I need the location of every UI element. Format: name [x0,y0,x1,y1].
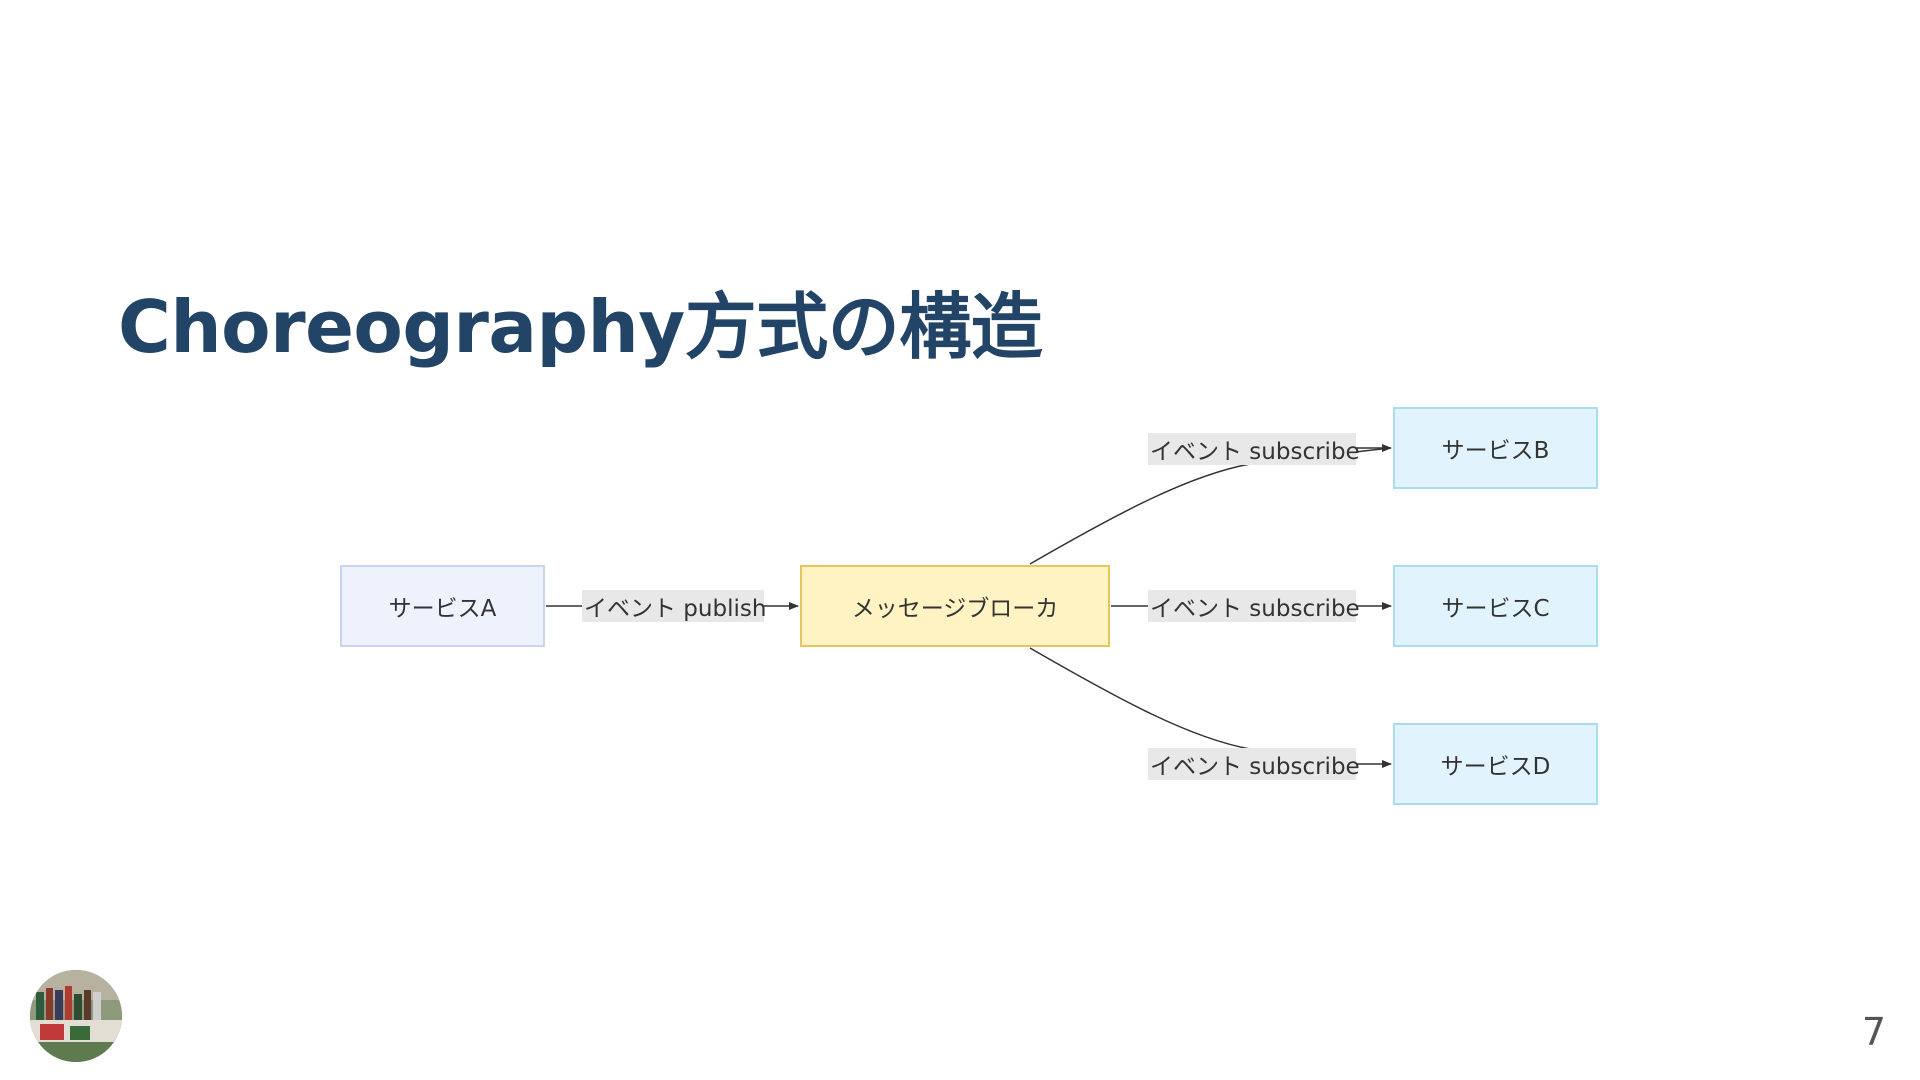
edge-label-publish: イベント publish [582,590,764,622]
edge-label-subscribe-b: イベント subscribe [1148,433,1356,465]
edge-label-subscribe-c: イベント subscribe [1148,590,1356,622]
node-service-a: サービスA [340,565,545,647]
node-service-b: サービスB [1393,407,1598,489]
node-service-c: サービスC [1393,565,1598,647]
edge-label-subscribe-d: イベント subscribe [1148,748,1356,780]
page-number: 7 [1862,1010,1886,1054]
profile-photo-icon [30,970,122,1062]
node-service-d: サービスD [1393,723,1598,805]
node-message-broker: メッセージブローカ [800,565,1110,647]
avatar [30,970,122,1062]
